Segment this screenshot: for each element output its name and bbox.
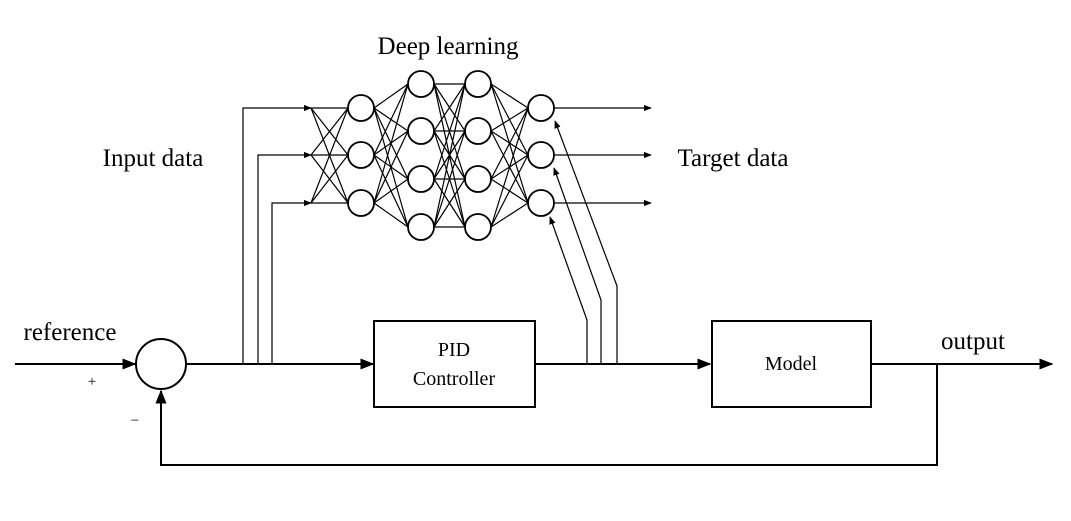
network-edge (373, 83, 409, 204)
pid-controller-block (373, 320, 536, 408)
minus-sign: − (131, 413, 139, 429)
network-edge (490, 107, 529, 228)
network-edge (433, 83, 466, 180)
input-tap-3 (271, 199, 312, 364)
neuron-layer1-1 (347, 94, 375, 122)
network-edge (433, 130, 466, 228)
target-tap-2 (553, 167, 602, 364)
summing-junction (135, 338, 187, 390)
network-edge (433, 178, 466, 228)
network-edge (373, 83, 409, 109)
network-edge (373, 178, 409, 204)
neuron-layer1-2 (347, 141, 375, 169)
neuron-layer3-2 (464, 117, 492, 145)
neuron-layer3-1 (464, 70, 492, 98)
neuron-layer3-3 (464, 165, 492, 193)
network-edge (433, 83, 466, 228)
network-edge (310, 107, 349, 204)
network-edge (373, 83, 409, 156)
network-edge (310, 107, 349, 156)
input-tap-2 (257, 151, 312, 364)
model-label: Model (765, 353, 818, 375)
network-connections (310, 83, 529, 228)
pid-label-line1: PID (438, 339, 470, 361)
network-edge (490, 107, 529, 132)
neuron-layer2-3 (407, 165, 435, 193)
neuron-layer2-1 (407, 70, 435, 98)
target-tap-1 (549, 216, 588, 364)
input-data-label: Input data (103, 145, 204, 172)
target-data-label: Target data (678, 145, 789, 172)
neuron-layer2-4 (407, 213, 435, 241)
network-edge (490, 107, 529, 180)
feedback-line (155, 364, 938, 466)
plus-sign: + (88, 374, 96, 390)
network-edge (490, 83, 529, 109)
target-tap-3 (554, 120, 618, 364)
neuron-layer2-2 (407, 117, 435, 145)
neuron-layer4-1 (527, 94, 555, 122)
network-edge (433, 83, 466, 132)
neural-network (347, 70, 555, 241)
pid-label-line2: Controller (413, 368, 496, 390)
neuron-layer4-3 (527, 189, 555, 217)
output-label: output (941, 328, 1005, 355)
neuron-layer4-2 (527, 141, 555, 169)
deep-learning-label: Deep learning (378, 33, 519, 60)
network-edge (490, 154, 529, 228)
network-edge (490, 202, 529, 228)
network-edge (373, 130, 409, 204)
neuron-layer3-4 (464, 213, 492, 241)
reference-label: reference (24, 319, 117, 346)
network-edge (310, 154, 349, 204)
input-tap-1 (242, 104, 312, 364)
network-edge (373, 202, 409, 228)
neuron-layer1-3 (347, 189, 375, 217)
model-block (711, 320, 872, 408)
